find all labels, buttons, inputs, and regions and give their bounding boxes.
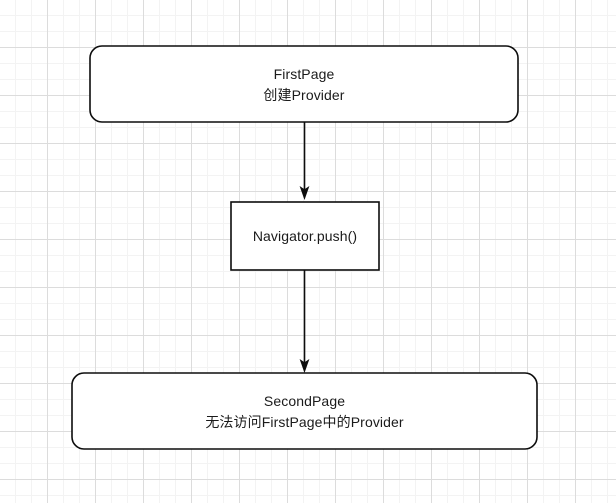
node-first-page[interactable] — [89, 45, 519, 123]
arrowhead-down-icon — [299, 186, 310, 200]
node-navigator-push[interactable] — [230, 201, 380, 271]
node-second-page[interactable] — [71, 372, 538, 450]
edge-first-to-navigator — [299, 122, 310, 200]
arrowhead-down-icon — [299, 359, 310, 373]
edge-navigator-to-second — [299, 270, 310, 373]
